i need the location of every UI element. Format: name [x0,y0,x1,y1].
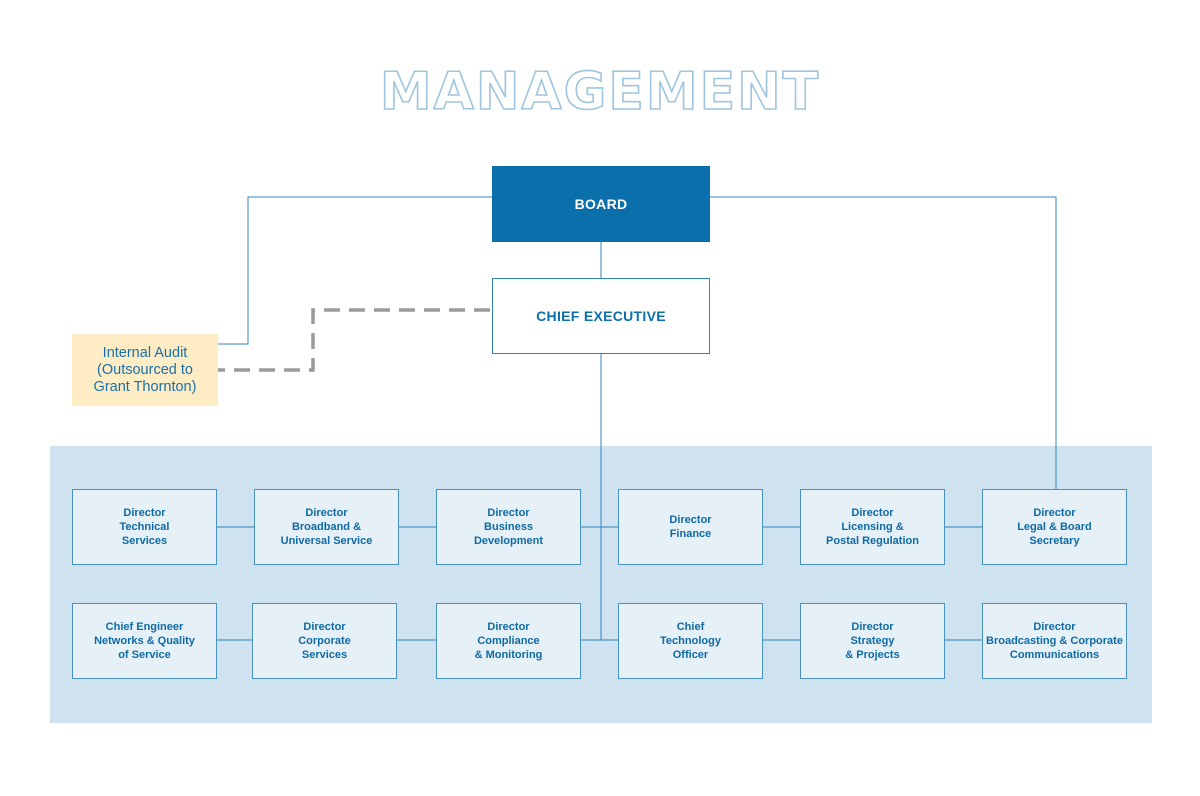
director-label: Director Business Development [473,507,544,547]
director-label: Chief Technology Officer [660,621,721,661]
director-label: Director Compliance & Monitoring [474,621,543,661]
director-label: Director Licensing & Postal Regulation [826,507,919,547]
director-legal-box: Director Legal & Board Secretary [982,489,1127,565]
director-label: Director Corporate Services [298,621,351,661]
director-label: Director Technical Services [119,507,170,547]
board-to-legal-line [710,196,1057,490]
chief-engineer-box: Chief Engineer Networks & Quality of Ser… [72,603,217,679]
board-to-audit-line [218,196,492,345]
director-licensing-box: Director Licensing & Postal Regulation [800,489,945,565]
internal-audit-box: Internal Audit (Outsourced to Grant Thor… [72,334,218,406]
board-box: BOARD [492,166,710,242]
director-label: Chief Engineer Networks & Quality of Ser… [94,621,195,661]
director-business-development-box: Director Business Development [436,489,581,565]
director-finance-box: Director Finance [618,489,763,565]
director-broadband-box: Director Broadband & Universal Service [254,489,399,565]
director-corporate-services-box: Director Corporate Services [252,603,397,679]
director-label: Director Strategy & Projects [845,621,900,661]
chief-technology-officer-box: Chief Technology Officer [618,603,763,679]
director-broadcasting-box: Director Broadcasting & Corporate Commun… [982,603,1127,679]
audit-dotted-line [218,308,490,372]
board-label: BOARD [574,196,628,212]
chief-executive-label: CHIEF EXECUTIVE [536,308,666,324]
director-compliance-box: Director Compliance & Monitoring [436,603,581,679]
chief-executive-box: CHIEF EXECUTIVE [492,278,710,354]
director-label: Director Legal & Board Secretary [1017,507,1092,547]
internal-audit-label: Internal Audit (Outsourced to Grant Thor… [93,344,197,395]
director-label: Director Broadcasting & Corporate Commun… [986,621,1123,661]
page-title: MANAGEMENT [379,61,821,123]
director-strategy-box: Director Strategy & Projects [800,603,945,679]
director-label: Director Broadband & Universal Service [280,507,373,547]
director-label: Director Finance [669,514,712,540]
director-technical-services-box: Director Technical Services [72,489,217,565]
